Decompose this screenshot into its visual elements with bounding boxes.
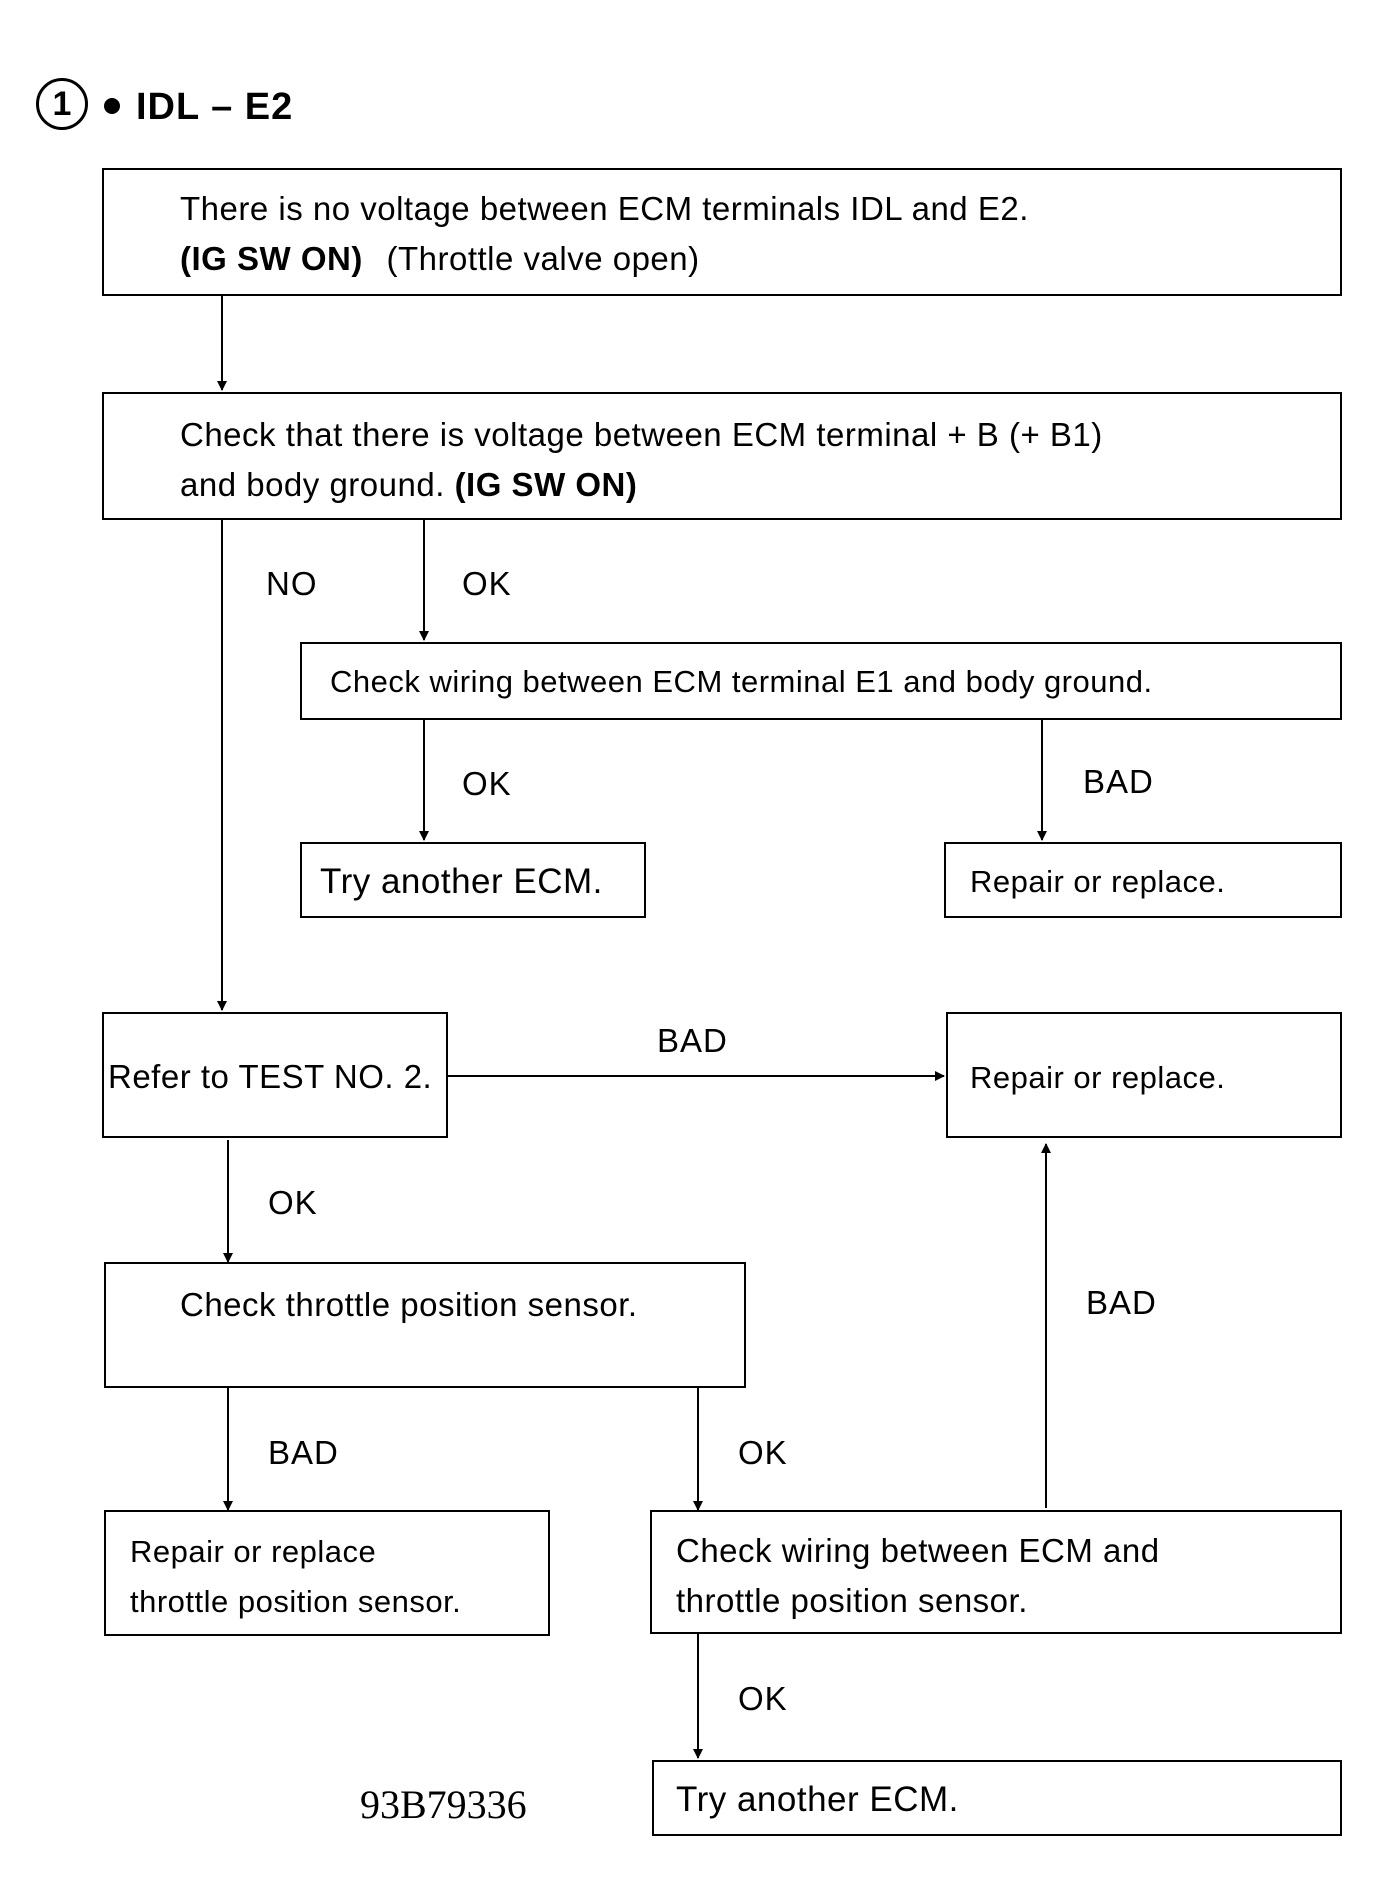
figure-code: 93B79336: [360, 1782, 527, 1827]
box-check-wiring-sensor-line1: Check wiring between ECM and: [676, 1532, 1160, 1569]
condition-ig-sw-on: (IG SW ON): [454, 466, 638, 503]
condition-ig-sw-on: (IG SW ON): [180, 240, 363, 277]
label-bad: BAD: [268, 1434, 339, 1471]
box-check-voltage: Check that there is voltage between ECM …: [102, 392, 1342, 520]
box-repair-throttle-sensor: Repair or replace throttle position sens…: [104, 1510, 550, 1636]
box-no-voltage-line2: (IG SW ON) (Throttle valve open): [180, 242, 700, 275]
box-check-throttle-sensor-text: Check throttle position sensor.: [180, 1286, 638, 1323]
box-try-another-ecm-1: Try another ECM.: [300, 842, 646, 918]
label-no: NO: [266, 565, 318, 602]
box-check-voltage-text: and body ground.: [180, 466, 445, 503]
box-check-wiring-e1-text: Check wiring between ECM terminal E1 and…: [330, 664, 1153, 699]
box-no-voltage: There is no voltage between ECM terminal…: [102, 168, 1342, 296]
box-repair-throttle-sensor-line1: Repair or replace: [130, 1534, 377, 1569]
label-ok: OK: [738, 1434, 788, 1471]
box-check-wiring-sensor-line2: throttle position sensor.: [676, 1582, 1028, 1619]
box-refer-test-2: Refer to TEST NO. 2.: [102, 1012, 448, 1138]
heading-title: IDL – E2: [136, 86, 294, 128]
label-ok: OK: [462, 765, 512, 802]
label-bad: BAD: [1083, 763, 1154, 800]
box-repair-throttle-sensor-line2: throttle position sensor.: [130, 1584, 462, 1619]
box-repair-or-replace-1-text: Repair or replace.: [970, 864, 1226, 899]
box-try-another-ecm-1-text: Try another ECM.: [320, 862, 603, 901]
box-try-another-ecm-2-text: Try another ECM.: [676, 1780, 959, 1819]
box-check-voltage-line1: Check that there is voltage between ECM …: [180, 416, 1103, 453]
box-no-voltage-line1: There is no voltage between ECM terminal…: [180, 190, 1029, 227]
box-check-throttle-sensor: Check throttle position sensor.: [104, 1262, 746, 1388]
label-ok: OK: [738, 1680, 788, 1717]
box-refer-test-2-text: Refer to TEST NO. 2.: [108, 1058, 433, 1095]
label-bad: BAD: [657, 1022, 728, 1059]
box-repair-or-replace-2: Repair or replace.: [946, 1012, 1342, 1138]
box-check-wiring-e1: Check wiring between ECM terminal E1 and…: [300, 642, 1342, 720]
box-check-voltage-line2: and body ground. (IG SW ON): [180, 468, 637, 501]
box-check-wiring-sensor: Check wiring between ECM and throttle po…: [650, 1510, 1342, 1634]
box-repair-or-replace-2-text: Repair or replace.: [970, 1060, 1226, 1095]
box-try-another-ecm-2: Try another ECM.: [652, 1760, 1342, 1836]
label-bad: BAD: [1086, 1284, 1157, 1321]
label-ok: OK: [462, 565, 512, 602]
box-repair-or-replace-1: Repair or replace.: [944, 842, 1342, 918]
condition-throttle-open: (Throttle valve open): [386, 240, 700, 277]
label-ok: OK: [268, 1184, 318, 1221]
step-number-circle: 1: [36, 78, 88, 130]
bullet-icon: [104, 98, 120, 114]
